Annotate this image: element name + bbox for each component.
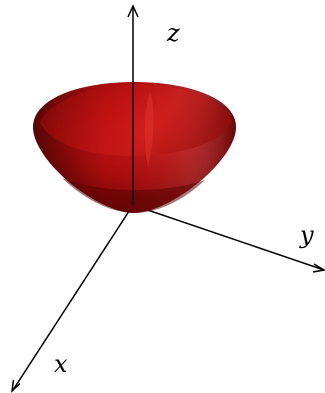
y-axis [132, 204, 325, 273]
x-axis-label: x [54, 350, 68, 378]
z-axis [127, 4, 139, 205]
paraboloid-inner-surface [40, 84, 232, 156]
y-axis-label: y [299, 221, 314, 249]
z-axis-label: z [166, 19, 180, 47]
paraboloid-surface [33, 82, 236, 213]
x-axis [10, 204, 134, 393]
